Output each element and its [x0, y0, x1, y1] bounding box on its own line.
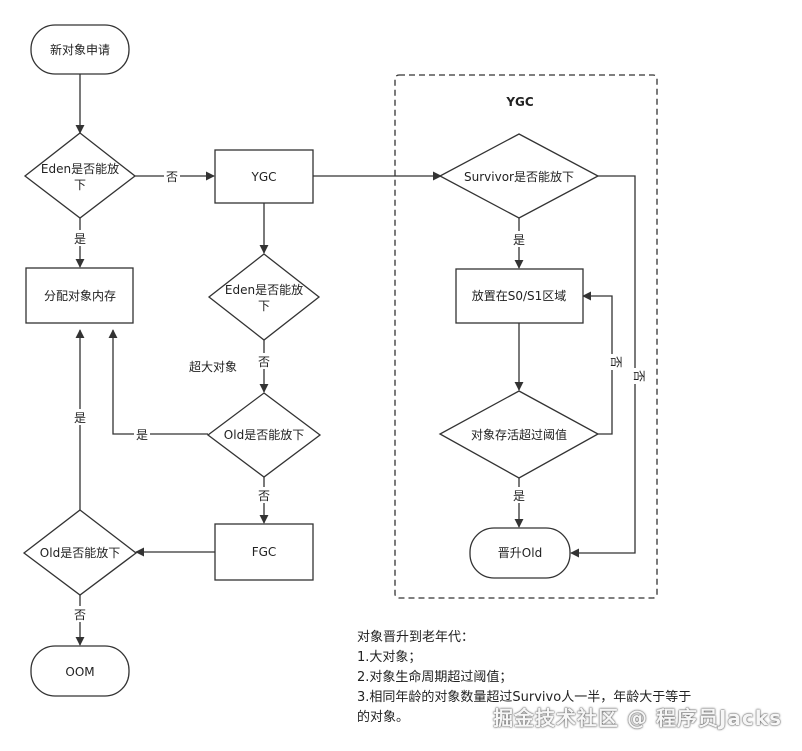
- notes-item-3: 3.相同年龄的对象数量超过Survivo人一半，年龄大于等于: [357, 690, 692, 705]
- node-ygc: [214, 149, 314, 204]
- ygc-group-title: YGC: [505, 95, 534, 109]
- label-eden-check-1-line1: Eden是否能放: [41, 161, 119, 176]
- watermark: 掘金技术社区 @ 程序员Jacks: [493, 706, 782, 730]
- notes-block: 对象晋升到老年代： 1.大对象； 2.对象生命周期超过阈值； 3.相同年龄的对象…: [357, 628, 787, 728]
- edge-label-survivor-yes: 是: [513, 233, 525, 247]
- node-oom: [30, 645, 130, 697]
- edge-label-survivor-no: 否: [632, 370, 646, 382]
- label-old-check-1: Old是否能放下: [224, 427, 304, 442]
- edge-survivor-check-to-promote: [570, 175, 636, 558]
- node-promote: [469, 527, 571, 579]
- node-s0s1: [455, 268, 584, 324]
- label-eden-check-2-line1: Eden是否能放: [225, 282, 303, 297]
- edge-label-old2-yes: 是: [74, 411, 86, 425]
- edge-label-eden2-big: 超大对象: [189, 359, 237, 374]
- node-alloc: [25, 267, 134, 324]
- node-threshold: [438, 390, 600, 479]
- edge-label-old1-no: 否: [258, 489, 270, 503]
- label-ygc: YGC: [250, 170, 276, 184]
- edge-label-threshold-yes: 是: [513, 489, 525, 503]
- node-old-check-1: [206, 392, 322, 478]
- edge-label-threshold-no: 否: [609, 356, 623, 368]
- label-fgc: FGC: [252, 545, 277, 559]
- label-survivor-check: Survivor是否能放下: [464, 169, 574, 184]
- edge-label-old2-no: 否: [74, 608, 86, 622]
- label-alloc: 分配对象内存: [44, 289, 116, 303]
- label-apply: 新对象申请: [50, 42, 110, 57]
- edge-label-eden2-no: 否: [258, 355, 270, 369]
- edge-old-check-to-alloc: [108, 329, 208, 435]
- node-survivor-check: [438, 133, 600, 219]
- edge-label-eden1-yes: 是: [74, 232, 86, 246]
- notes-item-4: 的对象。: [357, 710, 410, 725]
- label-s0s1: 放置在S0/S1区域: [472, 288, 567, 303]
- edge-label-old1-yes: 是: [136, 428, 148, 442]
- edge-label-eden1-no: 否: [166, 170, 178, 184]
- notes-item-2: 2.对象生命周期超过阈值；: [357, 670, 513, 685]
- node-apply: [30, 24, 130, 75]
- label-threshold: 对象存活超过阈值: [471, 427, 567, 442]
- label-oom: OOM: [65, 665, 94, 679]
- node-old-check-2: [22, 509, 138, 596]
- notes-item-1: 1.大对象；: [357, 650, 422, 665]
- label-eden-check-1-line2: 下: [74, 178, 86, 192]
- node-fgc: [214, 523, 314, 581]
- label-promote: 晋升Old: [498, 546, 542, 560]
- notes-title: 对象晋升到老年代：: [357, 630, 475, 645]
- node-eden-check-1: [23, 132, 137, 219]
- label-eden-check-2-line2: 下: [258, 299, 270, 313]
- node-eden-check-2: [207, 253, 321, 341]
- label-old-check-2: Old是否能放下: [40, 545, 120, 560]
